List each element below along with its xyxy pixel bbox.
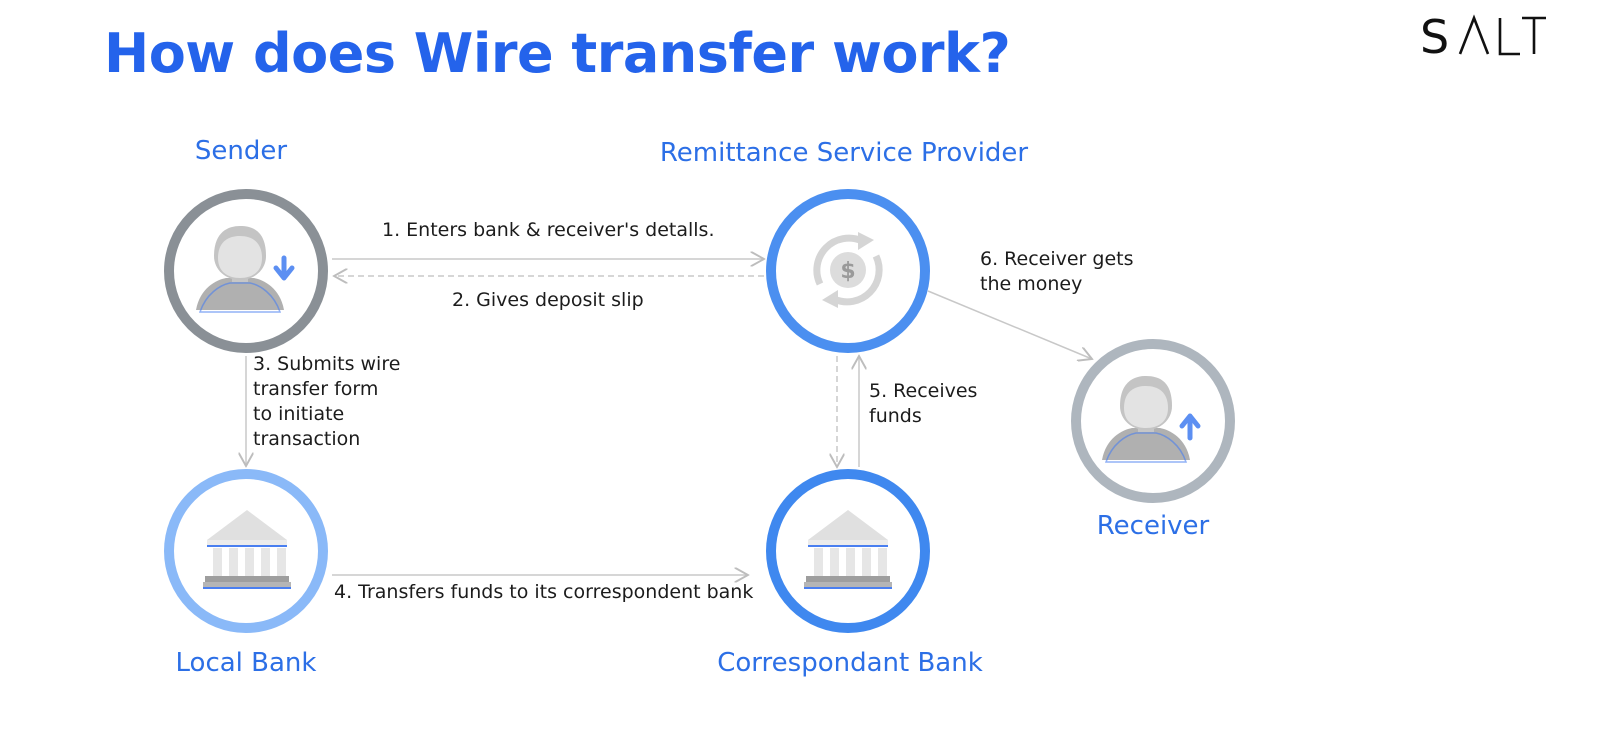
correspondent-bank-node [766,469,930,633]
svg-text:$: $ [840,259,855,284]
currency-exchange-icon: $ [813,232,883,308]
step-2-label: 2. Gives deposit slip [452,288,644,313]
remittance-node: $ [766,189,930,353]
step-1-line: 1. Enters bank & receiver's detalls. [382,219,715,241]
step-3-line: transfer form [253,378,379,400]
step-5-line: funds [869,405,922,427]
arrow-step-6 [927,290,1092,359]
step-3-line: transaction [253,428,361,450]
step-3-label: 3. Submits wire transfer form to initiat… [253,352,400,452]
remittance-label: Remittance Service Provider [659,138,1029,168]
salt-logo-icon: S [1420,12,1546,62]
step-6-line: the money [980,273,1083,295]
person-upload-icon [1101,375,1201,463]
step-5-label: 5. Receives funds [869,379,977,429]
receiver-node [1071,339,1235,503]
receiver-label: Receiver [1096,511,1210,541]
step-3-line: to initiate [253,403,345,425]
sender-label: Sender [194,136,288,166]
step-4-label: 4. Transfers funds to its correspondent … [334,580,753,605]
svg-text:S: S [1420,12,1455,62]
step-1-label: 1. Enters bank & receiver's detalls. [382,218,715,243]
step-6-line: 6. Receiver gets [980,248,1134,270]
step-3-line: 3. Submits wire [253,353,401,375]
step-4-line: 4. Transfers funds to its correspondent … [334,581,754,603]
person-download-icon [195,225,295,313]
step-2-line: 2. Gives deposit slip [452,289,644,311]
step-6-label: 6. Receiver gets the money [980,247,1134,297]
local-bank-node [164,469,328,633]
page-title: How does Wire transfer work? [104,22,1011,85]
local-bank-label: Local Bank [175,648,317,678]
step-5-line: 5. Receives [869,380,978,402]
sender-node [164,189,328,353]
correspondent-label: Correspondant Bank [717,648,983,678]
